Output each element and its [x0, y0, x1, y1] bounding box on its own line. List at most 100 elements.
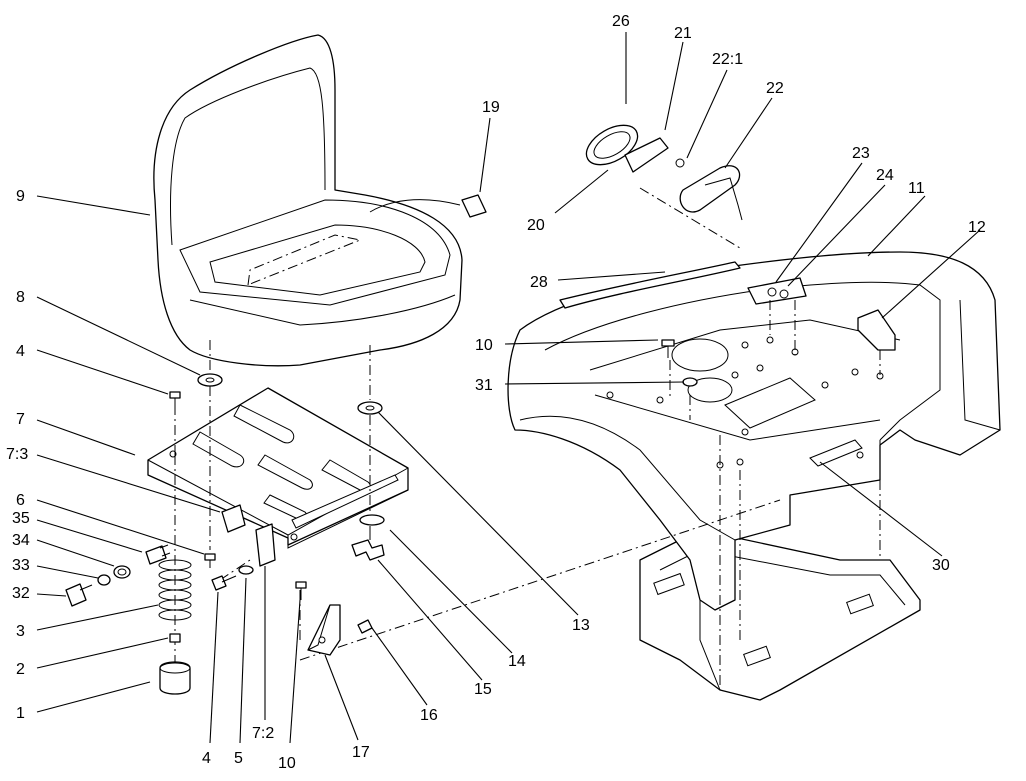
- callout-4-upper: 4: [16, 343, 25, 360]
- bolt-10-bottom: [295, 581, 307, 589]
- callout-7: 7: [16, 411, 25, 428]
- callout-6: 6: [16, 492, 25, 509]
- callout-12: 12: [968, 219, 986, 236]
- seat-cushion: [179, 199, 451, 306]
- sensor-35: [145, 545, 167, 565]
- callout-14: 14: [508, 653, 526, 670]
- callout-10-upper: 10: [475, 337, 493, 354]
- frame-slot-b: [846, 593, 874, 615]
- callout-labels: 1 2 3 4 4 5 6 7 7:2 7:3 8 9 10 10 11 12 …: [6, 13, 986, 772]
- bolt-6: [204, 553, 216, 561]
- callout-19: 19: [482, 99, 500, 116]
- washer-5: [238, 565, 254, 575]
- callout-2: 2: [16, 661, 25, 678]
- callout-16: 16: [420, 707, 438, 724]
- callout-10-lower: 10: [278, 755, 296, 772]
- callout-20: 20: [527, 217, 545, 234]
- frame-slot-a: [743, 645, 771, 667]
- spring-3: [158, 559, 192, 621]
- callout-22: 22: [766, 80, 784, 97]
- plate-slot-2: [192, 431, 245, 468]
- rail-28: [559, 261, 741, 309]
- plate-tab-7-2: [255, 523, 276, 567]
- bolt-4-bottom: [211, 575, 227, 591]
- switch-24: [779, 289, 789, 299]
- seat-plate: [147, 387, 409, 567]
- frame-slot-c: [653, 572, 685, 596]
- callout-24: 24: [876, 167, 894, 184]
- lamp-bulb-22-1: [675, 158, 685, 168]
- lamp-gasket-21: [624, 137, 669, 173]
- callout-33: 33: [12, 557, 30, 574]
- callout-11: 11: [908, 180, 925, 197]
- washer-31: [682, 377, 698, 387]
- leader-lines: [36, 32, 981, 744]
- callout-9: 9: [16, 188, 25, 205]
- deck-opening: [724, 377, 816, 429]
- deck-round-hole: [671, 338, 729, 372]
- seat-switch-connector-19: [461, 194, 487, 218]
- spacer-13: [357, 401, 383, 415]
- callout-13: 13: [572, 617, 590, 634]
- bracket-12: [857, 309, 896, 351]
- callout-28: 28: [530, 274, 548, 291]
- seat-assembly: [153, 34, 487, 367]
- callout-3: 3: [16, 623, 25, 640]
- seat-front-edge: [189, 294, 456, 326]
- knob-15: [351, 539, 385, 561]
- washer-33: [97, 574, 111, 586]
- callout-8: 8: [16, 289, 25, 306]
- callout-34: 34: [12, 532, 30, 549]
- fender-skirt: [519, 415, 736, 541]
- nut-16: [357, 619, 373, 634]
- switch-plate: [747, 277, 807, 305]
- seat-switch-cable: [369, 199, 461, 213]
- callout-22-1: 22:1: [712, 51, 743, 68]
- callout-15: 15: [474, 681, 492, 698]
- frame-bracket-inner: [659, 549, 906, 606]
- callout-4-lower: 4: [202, 750, 211, 767]
- fender-deck-line: [589, 319, 901, 371]
- callout-26: 26: [612, 13, 630, 30]
- spacer-8: [197, 373, 223, 387]
- seat-cushion-top: [209, 224, 426, 296]
- callout-17: 17: [352, 744, 370, 761]
- ring-34: [113, 565, 131, 579]
- switch-stack: [65, 544, 192, 695]
- bolt-10-top: [661, 339, 675, 347]
- bolt-4-top: [169, 391, 181, 399]
- bumper-1: [159, 661, 191, 695]
- switch-23: [767, 287, 777, 297]
- seat-shell: [153, 34, 463, 367]
- washer-14: [359, 514, 385, 526]
- fender-deck-front: [594, 394, 881, 441]
- callout-1: 1: [16, 705, 25, 722]
- callout-21: 21: [674, 25, 692, 42]
- callout-5: 5: [234, 750, 243, 767]
- seat-switch-pad: [247, 234, 362, 286]
- plate-slot-1: [233, 404, 295, 444]
- seat-plate-lip: [287, 489, 409, 549]
- callout-7-3: 7:3: [6, 446, 28, 463]
- assembly-lines-right: [299, 187, 881, 690]
- plate-rail: [291, 474, 399, 529]
- callout-32: 32: [12, 585, 30, 602]
- fender-side: [959, 299, 1001, 431]
- callout-30: 30: [932, 557, 950, 574]
- seat-back-inner: [170, 67, 326, 246]
- nut-2: [169, 633, 181, 643]
- fender-slot: [809, 439, 863, 467]
- lamp-wire: [704, 177, 743, 221]
- lamp-housing-22: [679, 165, 741, 213]
- deck-holes: [606, 336, 884, 469]
- callout-35: 35: [12, 510, 30, 527]
- callout-7-2: 7:2: [252, 725, 274, 742]
- bracket-17: [307, 604, 341, 656]
- switch-32: [65, 583, 87, 607]
- plate-slot-3: [257, 454, 313, 490]
- callout-31: 31: [475, 377, 493, 394]
- light-assembly: [585, 124, 743, 221]
- deck-round-hole-2: [687, 377, 733, 403]
